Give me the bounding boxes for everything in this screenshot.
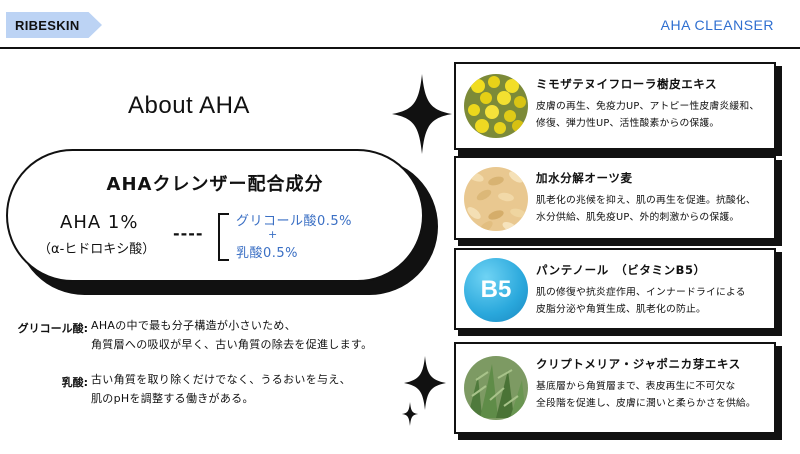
cryptomeria-plant-icon	[464, 356, 528, 420]
lactic-acid-description: 古い角質を取り除くだけでなく、うるおいを与え、 肌のpHを調整する働きがある。	[91, 370, 351, 408]
glycolic-acid-amount: グリコール酸0.5%	[236, 214, 353, 229]
brand-tab: RIBESKIN	[6, 12, 102, 38]
description-line: 皮膚の再生、免疫力UP、アトピー性皮膚炎緩和、	[536, 101, 760, 112]
oat-grain-icon	[464, 167, 528, 231]
card-title: 加水分解オーツ麦	[536, 171, 633, 185]
description-line: 水分供給、肌免疫UP、外的刺激からの保護。	[536, 212, 740, 223]
description-line: 修復、弾力性UP、活性酸素からの保護。	[536, 118, 720, 129]
description-line: 全段階を促進し、皮膚に潤いと柔らかさを供給。	[536, 398, 756, 409]
glycolic-acid-label: グリコール酸:	[17, 322, 88, 335]
lactic-acid-amount: 乳酸0.5%	[236, 246, 299, 261]
sparkle-icon	[402, 402, 418, 426]
description-line: 肌のpHを調整する働きがある。	[91, 392, 254, 405]
aha-subtitle: （α-ヒドロキシ酸）	[38, 242, 156, 257]
aha-percent: AHA 1%	[60, 212, 139, 233]
sparkle-icon	[404, 356, 446, 410]
ingredient-card-panthenol: B5 パンテノール （ビタミンB5） 肌の修復や抗炎症作用、インナードライによる…	[454, 248, 776, 330]
card-title: パンテノール （ビタミンB5）	[536, 263, 706, 277]
ingredient-box	[6, 149, 424, 282]
vitamin-b5-icon: B5	[464, 258, 528, 322]
glycolic-acid-description: AHAの中で最も分子構造が小さいため、 角質層への吸収が早く、古い角質の除去を促…	[91, 316, 372, 354]
description-line: 皮脂分泌や角質生成、肌老化の防止。	[536, 304, 706, 315]
description-line: AHAの中で最も分子構造が小さいため、	[91, 319, 297, 332]
lactic-acid-label: 乳酸:	[61, 376, 88, 389]
description-line: 肌の修復や抗炎症作用、インナードライによる	[536, 287, 746, 298]
card-description: 肌の修復や抗炎症作用、インナードライによる 皮脂分泌や角質生成、肌老化の防止。	[536, 284, 746, 318]
vitamin-b5-label: B5	[480, 276, 512, 303]
header-divider	[0, 47, 800, 49]
card-title: クリプトメリア・ジャポニカ芽エキス	[536, 357, 741, 371]
plus-sign: +	[268, 228, 278, 241]
sparkle-icon	[392, 74, 452, 154]
page-header-title: AHA CLEANSER	[660, 17, 774, 33]
description-line: 古い角質を取り除くだけでなく、うるおいを与え、	[91, 373, 351, 386]
mimosa-flower-icon	[464, 74, 528, 138]
description-line: 肌老化の兆候を抑え、肌の再生を促進。抗酸化、	[536, 195, 756, 206]
card-description: 基底層から角質層まで、表皮再生に不可欠な 全段階を促進し、皮膚に潤いと柔らかさを…	[536, 378, 756, 412]
ingredient-box-title: AHAクレンザー配合成分	[106, 174, 324, 195]
bracket	[218, 213, 229, 261]
ingredient-card-mimosa: ミモザテヌイフローラ樹皮エキス 皮膚の再生、免疫力UP、アトピー性皮膚炎緩和、 …	[454, 62, 776, 150]
card-title: ミモザテヌイフローラ樹皮エキス	[536, 77, 718, 91]
ingredient-card-oat: 加水分解オーツ麦 肌老化の兆候を抑え、肌の再生を促進。抗酸化、 水分供給、肌免疫…	[454, 156, 776, 240]
card-description: 肌老化の兆候を抑え、肌の再生を促進。抗酸化、 水分供給、肌免疫UP、外的刺激から…	[536, 192, 756, 226]
brand-label: RIBESKIN	[15, 17, 80, 33]
ingredient-card-cryptomeria: クリプトメリア・ジャポニカ芽エキス 基底層から角質層まで、表皮再生に不可欠な 全…	[454, 342, 776, 434]
connector-dashes: ----	[173, 224, 204, 243]
card-description: 皮膚の再生、免疫力UP、アトピー性皮膚炎緩和、 修復、弾力性UP、活性酸素からの…	[536, 98, 759, 132]
description-line: 角質層への吸収が早く、古い角質の除去を促進します。	[91, 338, 373, 351]
about-title: About AHA	[128, 92, 250, 119]
description-line: 基底層から角質層まで、表皮再生に不可欠な	[536, 381, 736, 392]
